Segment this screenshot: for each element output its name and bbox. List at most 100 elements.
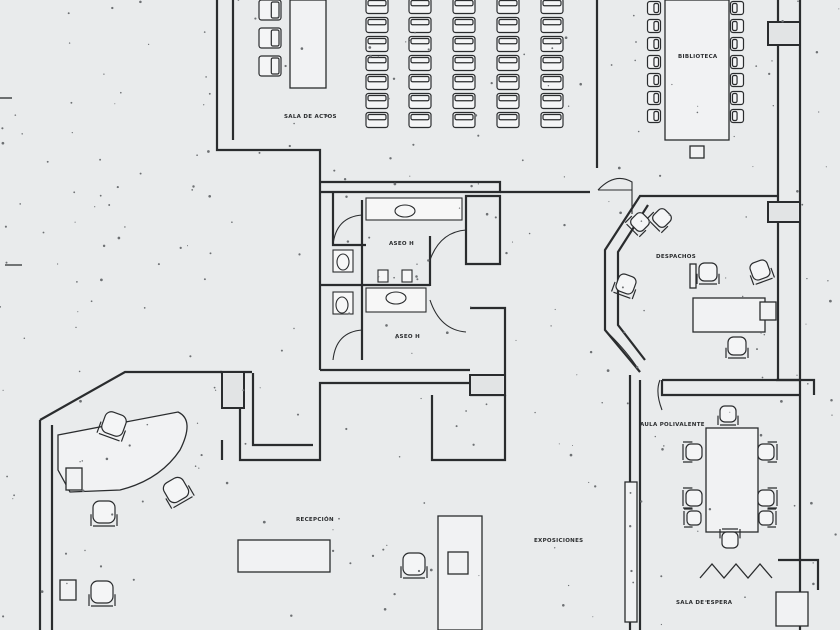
chair-icon: [729, 18, 745, 34]
speckle: [108, 204, 111, 206]
speckle: [567, 584, 570, 587]
speckle: [477, 134, 480, 137]
speckle: [146, 423, 149, 426]
speckle: [386, 544, 388, 547]
speckle: [325, 114, 328, 117]
chair-icon: [452, 0, 476, 15]
speckle: [71, 131, 73, 134]
speckle: [429, 568, 433, 572]
speckle: [111, 6, 114, 10]
speckle: [629, 525, 632, 528]
speckle: [203, 31, 206, 33]
speckle: [1, 127, 4, 130]
speckle: [569, 453, 573, 457]
chair-icon: [365, 111, 389, 129]
speckle: [534, 411, 536, 414]
chair-icon: [452, 73, 476, 91]
office-chair-icon: [88, 580, 116, 607]
speckle: [124, 226, 126, 228]
speckle: [637, 130, 640, 133]
chair-icon: [540, 16, 564, 34]
speckle: [825, 166, 827, 168]
door-swings: [332, 177, 663, 411]
speckle: [1, 141, 5, 145]
speckle: [231, 221, 233, 223]
speckle: [296, 413, 300, 416]
speckle: [768, 72, 771, 76]
speckle: [258, 151, 261, 154]
speckle: [640, 220, 643, 222]
speckle: [705, 600, 707, 602]
office-chair-icon: [90, 500, 118, 527]
speckle: [14, 114, 17, 116]
chair-icon: [408, 92, 432, 110]
speckle: [648, 220, 651, 223]
speckle: [636, 366, 639, 369]
speckle: [830, 398, 833, 402]
speckle: [189, 355, 192, 358]
speckle: [377, 276, 380, 278]
speckle: [812, 582, 815, 586]
speckle: [179, 246, 182, 250]
speckle: [412, 143, 415, 146]
speckle: [120, 91, 122, 94]
speckle: [293, 327, 295, 330]
speckle: [68, 42, 71, 44]
chair-icon: [496, 16, 520, 34]
speckle: [298, 253, 301, 256]
speckle: [588, 481, 590, 484]
speckle: [771, 60, 773, 62]
speckle: [90, 300, 93, 303]
walls: [38, 0, 820, 630]
speckle: [76, 281, 78, 283]
speckle: [209, 252, 212, 255]
speckle: [796, 190, 799, 193]
chair-icon: [540, 35, 564, 53]
speckle: [458, 207, 461, 209]
aseos: [332, 197, 463, 315]
speckle: [668, 214, 671, 216]
speckle: [697, 105, 699, 107]
speckle: [571, 444, 574, 447]
speckle: [81, 460, 84, 462]
chair-icon: [408, 0, 432, 15]
speckle: [567, 105, 570, 107]
speckle: [81, 489, 85, 493]
chair-icon: [540, 54, 564, 72]
speckle: [338, 517, 340, 520]
speckle: [331, 549, 335, 553]
speckle: [78, 370, 81, 373]
sala-de-espera: [775, 591, 809, 627]
speckle: [671, 83, 673, 86]
speckle: [409, 175, 411, 177]
speckle: [191, 189, 194, 191]
speckle: [608, 201, 610, 203]
speckle: [103, 73, 105, 75]
speckle: [725, 277, 727, 279]
speckle: [563, 223, 566, 227]
speckle: [94, 206, 96, 208]
chair-icon: [646, 54, 662, 70]
speckle: [551, 47, 554, 50]
speckle: [225, 481, 229, 485]
recepcion: [57, 411, 483, 630]
speckle: [696, 111, 699, 114]
chair-icon: [258, 55, 282, 77]
chair-icon: [452, 54, 476, 72]
speckle: [6, 475, 9, 478]
speckle: [761, 376, 764, 379]
speckle: [427, 48, 430, 51]
office-chair-icon: [719, 528, 741, 549]
speckle: [619, 211, 622, 215]
speckle: [383, 608, 387, 611]
speckle: [19, 203, 22, 205]
speckle: [818, 111, 820, 113]
speckle: [288, 144, 291, 148]
chair-icon: [646, 108, 662, 124]
speckle: [411, 352, 413, 354]
speckle: [417, 569, 421, 573]
speckle: [478, 575, 480, 577]
speckle: [4, 225, 7, 228]
speckle: [200, 454, 203, 457]
aula-polivalente: [624, 405, 778, 623]
